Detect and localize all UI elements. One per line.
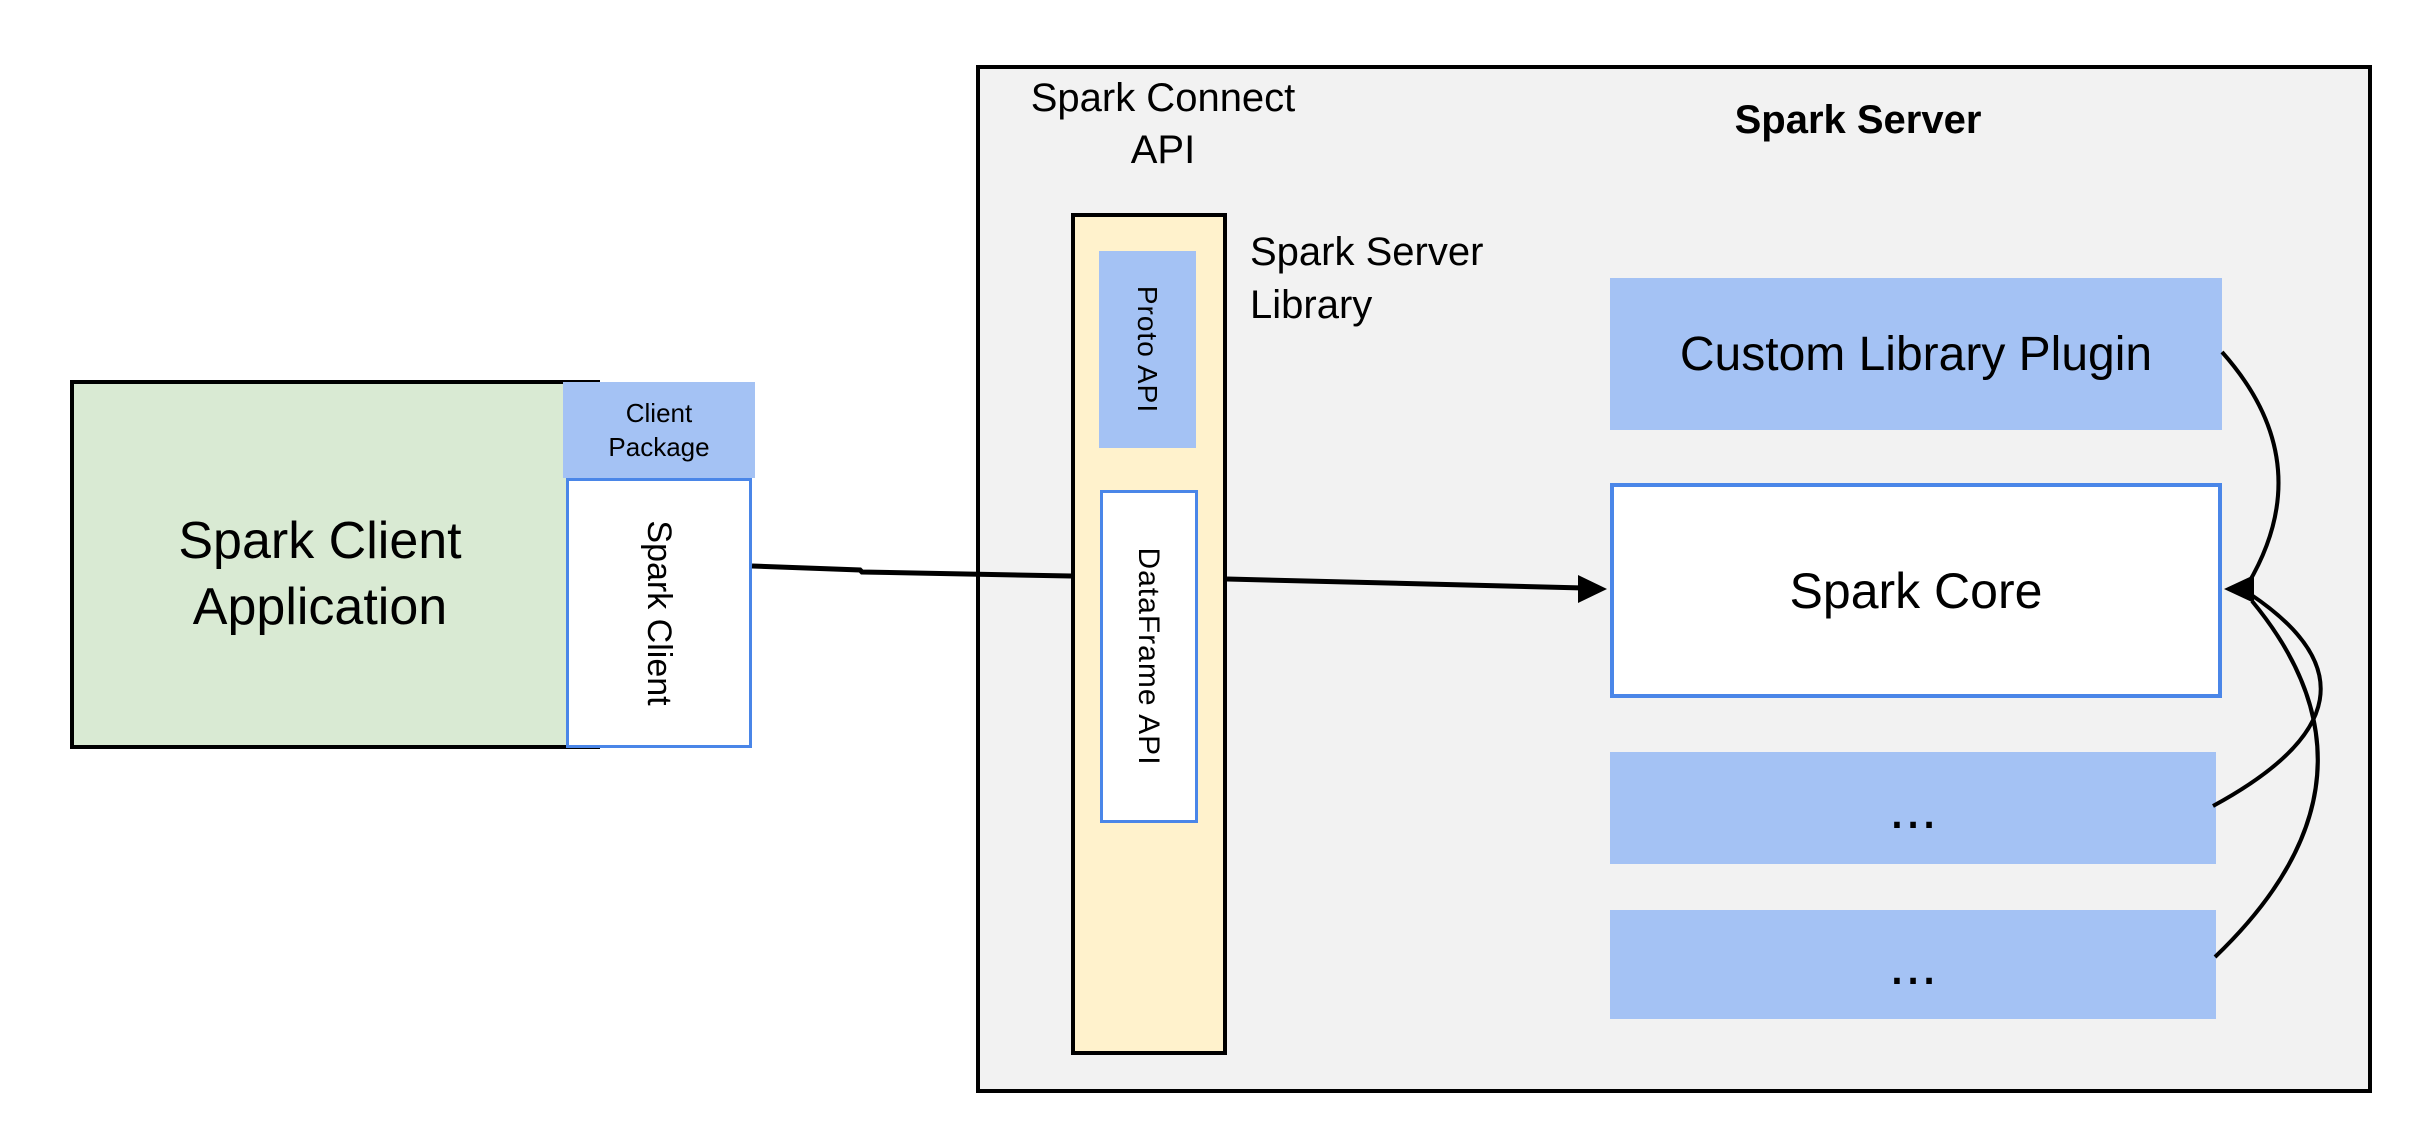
ellipsis-1-label: ... [1888,775,1938,841]
custom-library-plugin-box: Custom Library Plugin [1610,278,2222,430]
dataframe-api-label: DataFrame API [1100,490,1197,823]
proto-api-label-text: Proto API [1132,285,1164,414]
spark-core-label: Spark Core [1789,562,2043,619]
client-package-box: Client Package [563,382,755,478]
spark-client-box [566,478,752,748]
ellipsis-box-1: ... [1610,752,2216,864]
ellipsis-box-2: ... [1610,910,2216,1019]
spark-client-application-box [70,380,600,749]
spark-client-label-text: Spark Client [640,520,679,706]
spark-client-label: Spark Client [566,478,752,748]
spark-server-library-label: Spark Server Library [1250,230,1484,327]
spark-connect-api-label: Spark Connect API [1030,76,1296,172]
spark-core-box: Spark Core [1610,483,2222,698]
spark-server-title: Spark Server [1734,98,1982,142]
custom-library-plugin-label: Custom Library Plugin [1679,327,2153,381]
dataframe-api-box [1100,490,1198,823]
dataframe-api-label-text: DataFrame API [1132,547,1166,766]
spark-client-application-label: Spark Client Application [178,512,462,636]
ellipsis-2-label: ... [1888,932,1938,997]
proto-api-label: Proto API [1099,251,1196,448]
client-package-label: Client Package [608,398,710,462]
proto-api-box [1099,251,1196,448]
